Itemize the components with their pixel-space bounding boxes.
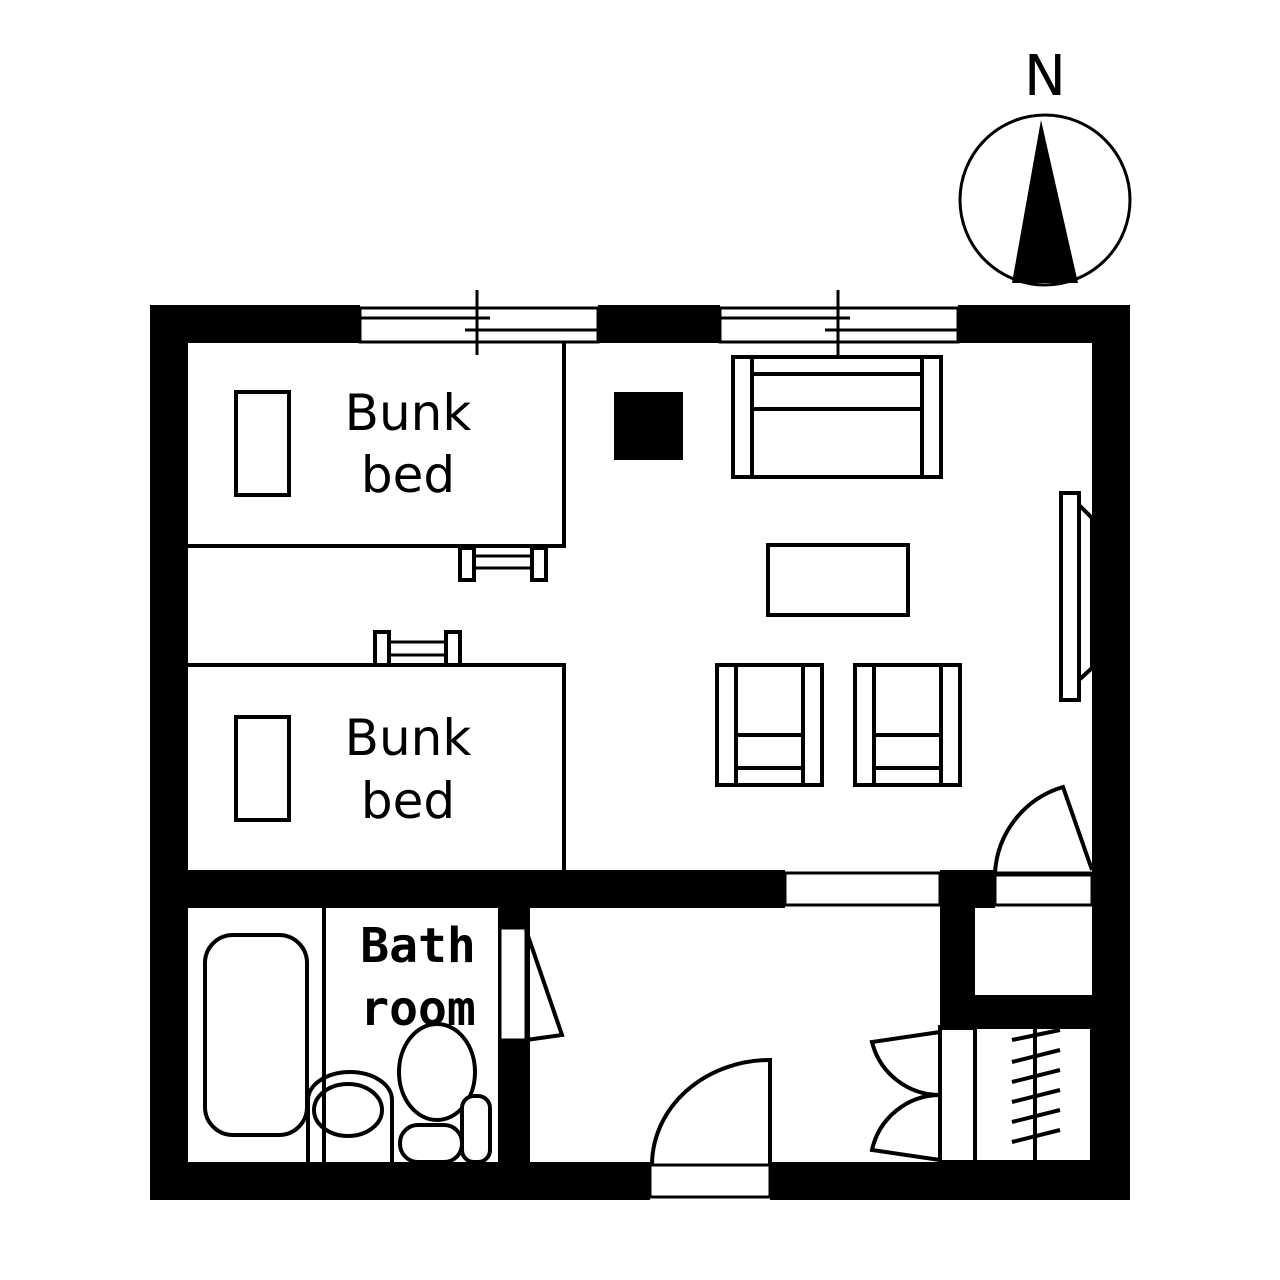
- bunk-bed-2-label-line2: bed: [361, 772, 455, 830]
- bathroom-door: [498, 926, 528, 1042]
- bathroom-label-line2: room: [360, 981, 476, 1037]
- bunk-bed-top: Bunk bed: [188, 343, 566, 582]
- door-swing-icon: [993, 784, 1094, 875]
- wall-segment: [940, 995, 1092, 1027]
- bunk-bed-1-label-line2: bed: [361, 446, 455, 504]
- bathroom-door-swing-icon: [524, 929, 565, 1042]
- pillow-icon: [234, 390, 291, 497]
- north-arrow-icon: [1012, 120, 1078, 283]
- bunk-bed-bottom: Bunk bed: [188, 630, 566, 870]
- bathroom-label-line1: Bath: [360, 918, 476, 974]
- bunk-bed-1-label-line1: Bunk: [345, 384, 472, 442]
- bathtub-icon: [203, 933, 309, 1137]
- bathroom: Bath room: [203, 908, 565, 1164]
- interior-window: [783, 871, 942, 907]
- closet-icon: [938, 1025, 1094, 1164]
- sofa-icon: [731, 355, 943, 479]
- closet-door-swing-icon: [869, 1030, 941, 1162]
- bunk-bed-2-label-line1: Bunk: [345, 709, 472, 767]
- pillar-icon: [614, 392, 683, 460]
- tv-stand-icon: [1059, 491, 1094, 702]
- armchair-icon: [715, 663, 824, 787]
- compass: N: [958, 44, 1132, 287]
- sink-icon: [306, 1070, 394, 1162]
- ladder-icon: [458, 546, 548, 582]
- interior-wall-middle: [188, 870, 1094, 908]
- outer-walls: [150, 305, 1130, 1200]
- window-left: [358, 290, 600, 355]
- entrance-door: [648, 1057, 772, 1199]
- pillow-icon: [234, 715, 291, 822]
- north-label: N: [1024, 44, 1066, 109]
- coffee-table-icon: [766, 543, 910, 617]
- window-right: [718, 290, 960, 355]
- ladder-icon: [373, 630, 462, 667]
- armchair-icon: [853, 663, 962, 787]
- toilet-icon: [397, 1022, 492, 1164]
- entrance-door-swing-icon: [650, 1057, 772, 1166]
